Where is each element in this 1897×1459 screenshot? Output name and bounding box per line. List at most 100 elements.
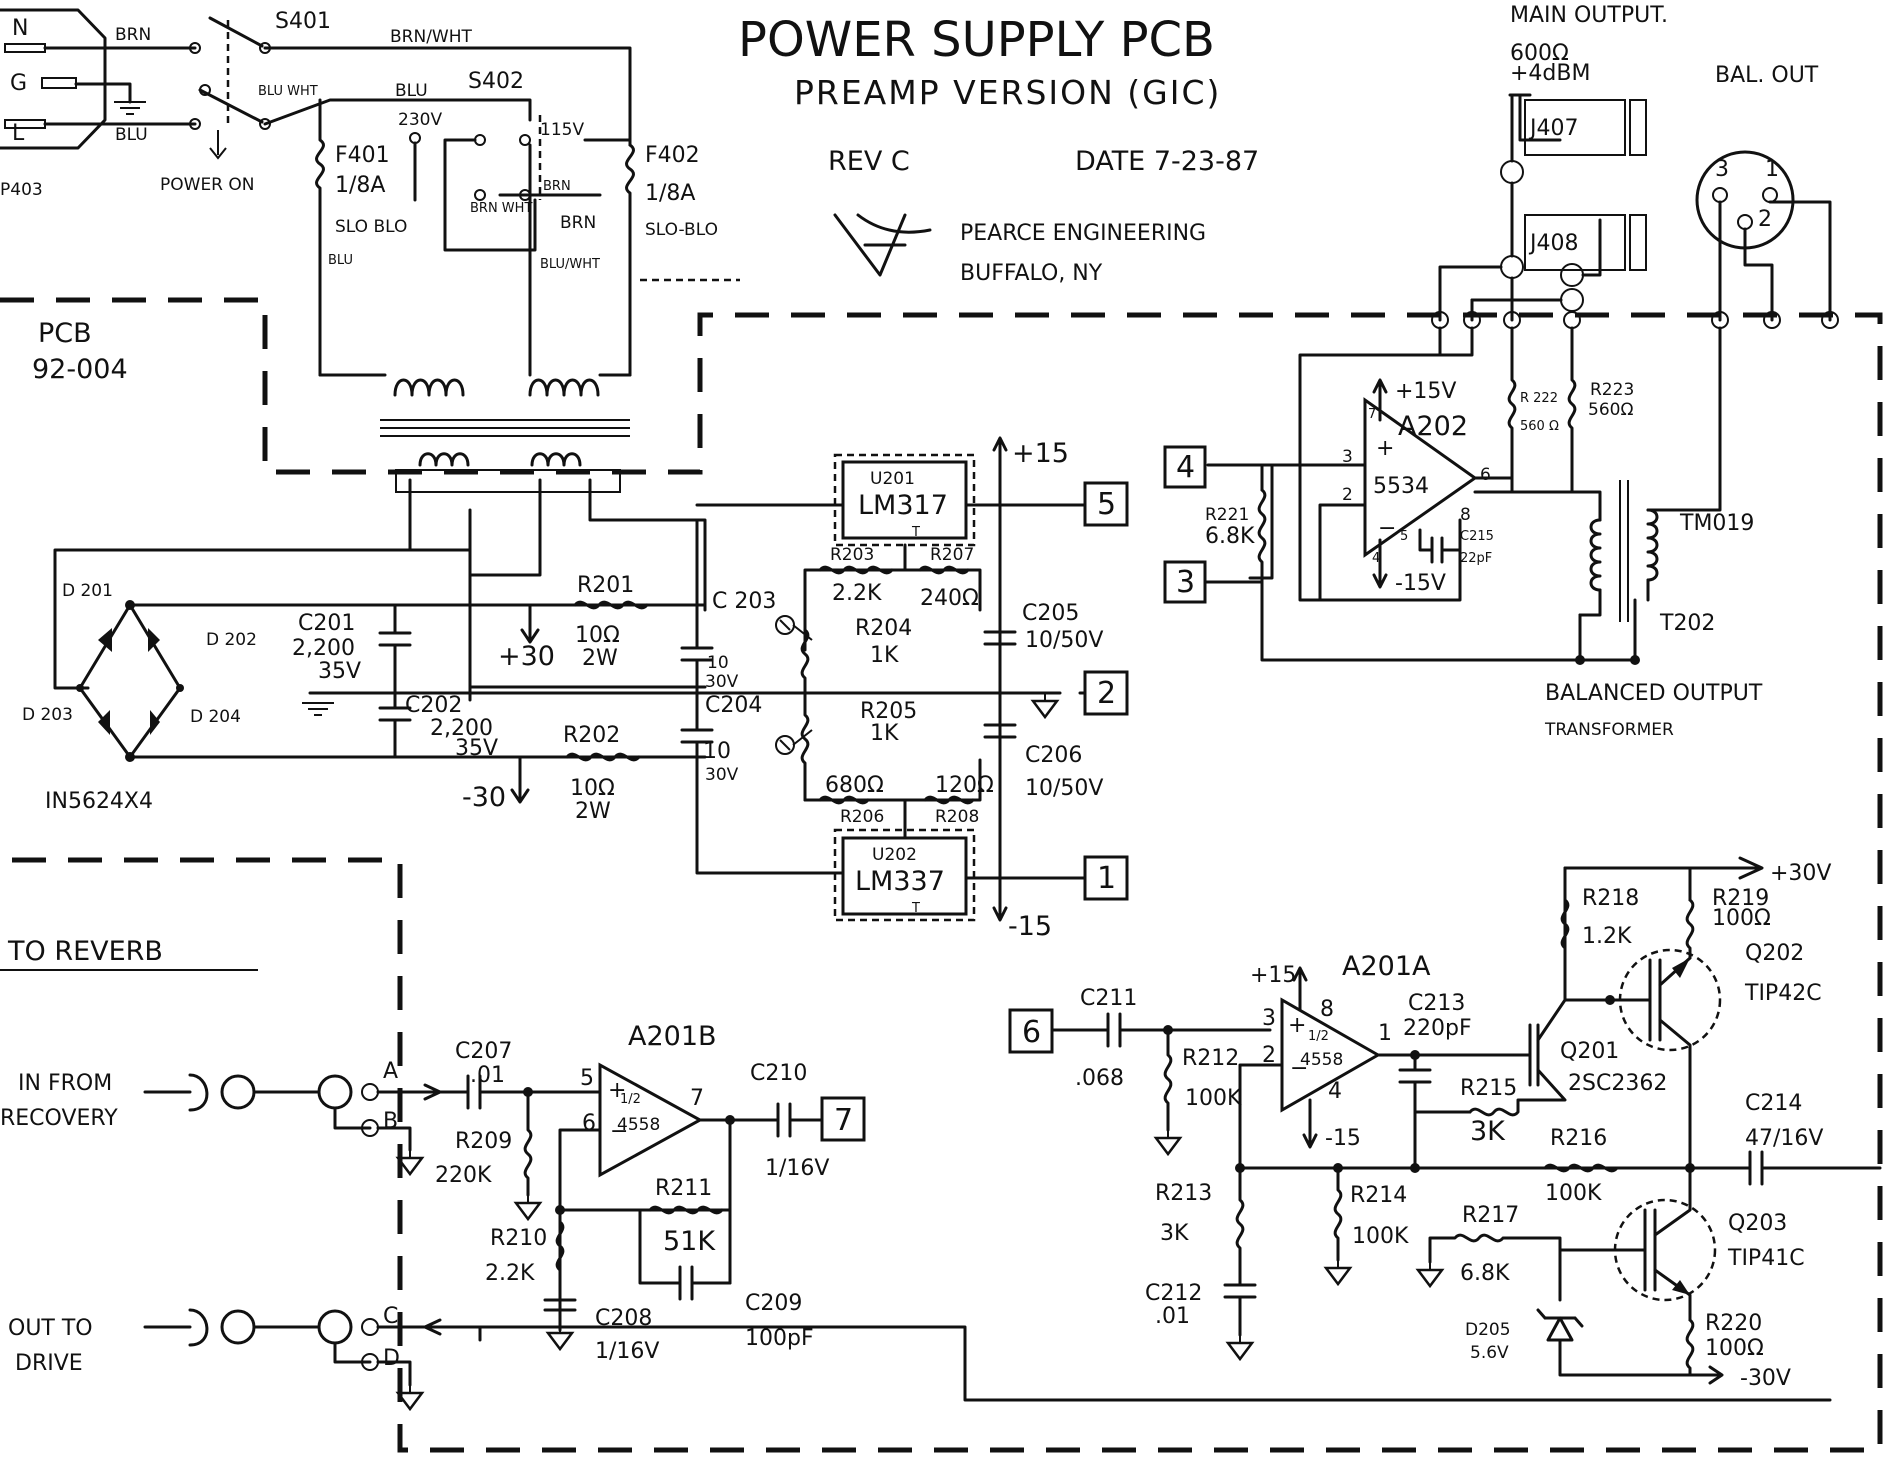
r216-label: R216 [1550, 1126, 1607, 1151]
date-label: DATE 7-23-87 [1075, 146, 1259, 177]
main-output-level: +4dBM [1510, 61, 1590, 86]
c204-voltage: 30V [705, 765, 739, 785]
p403-label: P403 [0, 180, 43, 200]
connector-7-label: 7 [834, 1103, 853, 1138]
r205-label: R205 [860, 699, 917, 724]
r217 [1428, 1233, 1562, 1252]
company-city: BUFFALO, NY [960, 261, 1103, 286]
c207-label: C207 [455, 1039, 512, 1064]
op-amp-a202 [1363, 397, 1478, 558]
a201a-label: A201A [1342, 951, 1431, 982]
r201-watts: 2W [582, 646, 618, 671]
connector-2 [1083, 670, 1129, 716]
r209-label: R209 [455, 1129, 512, 1154]
r210-value: 2.2K [485, 1261, 535, 1286]
mains-n-label: N [12, 16, 28, 41]
company-name: PEARCE ENGINEERING [960, 221, 1206, 246]
q201-part: 2SC2362 [1568, 1071, 1667, 1096]
c201-value: 2,200 [292, 636, 355, 661]
r209 [523, 1090, 533, 1197]
mains-input-section: N G L P403 BRN BLU S401 POWER ON BLU WHT… [0, 8, 740, 493]
dc-supply-section: D 201 D 202 D 203 D 204 IN5624X4 C201 2,… [22, 436, 1129, 942]
bal-xfmr-label-2: TRANSFORMER [1544, 720, 1674, 740]
bridge-rectifier [76, 600, 184, 762]
r219-value: 100Ω [1712, 906, 1771, 931]
c206-value: 10/50V [1025, 776, 1103, 801]
xlr-pin1: 1 [1765, 157, 1779, 182]
c215-value: 22pF [1460, 551, 1492, 566]
transformer-t202 [1578, 326, 1722, 622]
r203 [818, 565, 894, 575]
r220-value: 100Ω [1705, 1336, 1764, 1361]
tm019-label: TM019 [1679, 511, 1754, 536]
a202-pin2: 2 [1342, 485, 1353, 505]
r221-value: 6.8K [1205, 524, 1255, 549]
wire-blu-wht-label-2: BLU/WHT [540, 257, 600, 272]
r214-label: R214 [1350, 1183, 1407, 1208]
c210 [776, 1102, 824, 1138]
a201b-label: A201B [628, 1021, 717, 1052]
drive-amp-section: 6 C211 .068 R212 100K + − 1/2 4558 A201A… [1008, 856, 1882, 1391]
schematic-title: POWER SUPPLY PCB [738, 12, 1215, 68]
c214 [1688, 1150, 1882, 1186]
jack-j408 [1524, 214, 1626, 271]
bridge-part-label: IN5624X4 [45, 789, 153, 814]
r212 [1163, 1028, 1173, 1132]
q201-label: Q201 [1560, 1039, 1619, 1064]
c204-value: 10 [703, 739, 731, 764]
r201 [573, 600, 649, 610]
r206-value: 680Ω [825, 773, 884, 798]
pin-b-label: B [383, 1109, 398, 1134]
a201b-pin6: 6 [582, 1111, 596, 1136]
f401-label: F401 [335, 143, 390, 168]
drive-label: DRIVE [15, 1351, 83, 1376]
c203-label: C 203 [712, 589, 776, 614]
r203-label: R203 [830, 545, 874, 565]
reverb-section: TO REVERB IN FROM RECOVERY OUT TO DRIVE … [0, 936, 1832, 1411]
r222 [1507, 326, 1517, 494]
s401-label: S401 [275, 9, 331, 34]
r202 [565, 752, 641, 762]
r219 [1685, 898, 1695, 960]
mains-l-label: L [12, 121, 25, 146]
a202-label: A202 [1398, 411, 1468, 442]
r204 [800, 628, 810, 695]
c210-label: C210 [750, 1061, 807, 1086]
u202-label: U202 [872, 845, 917, 865]
r207 [918, 565, 970, 575]
c207-value: .01 [470, 1063, 505, 1088]
a201a-pin1: 1 [1378, 1021, 1392, 1046]
c207 [466, 1074, 602, 1110]
revision-label: REV C [828, 146, 910, 177]
c202-voltage: 35V [455, 736, 498, 761]
u202-t: T [911, 901, 920, 916]
c211-value: .068 [1075, 1066, 1124, 1091]
c203-c204 [680, 518, 847, 875]
q202-label: Q202 [1745, 941, 1804, 966]
u201-part: LM317 [858, 490, 948, 521]
fuse-f402 [625, 143, 635, 377]
pin-c-label: C [383, 1304, 398, 1329]
f401-wire: BLU [328, 253, 353, 268]
c212-value: .01 [1155, 1304, 1190, 1329]
r208-value: 120Ω [935, 773, 994, 798]
plus30-label: +30 [498, 641, 555, 672]
a202-pin8: 8 [1460, 505, 1471, 525]
a201a-pin2: 2 [1262, 1043, 1276, 1068]
connector-4-label: 4 [1176, 450, 1195, 485]
a201a-part: 4558 [1300, 1050, 1343, 1070]
connector-5-label: 5 [1097, 487, 1116, 522]
connector-3-label: 3 [1176, 565, 1195, 600]
jack-j407 [1524, 99, 1626, 156]
c203-voltage: 30V [705, 672, 739, 692]
connector-3 [1163, 560, 1207, 604]
connector-1 [1083, 855, 1129, 901]
r214 [1333, 1166, 1343, 1262]
plus15-rail-label: +15 [1012, 438, 1069, 469]
a202-pin3: 3 [1342, 447, 1353, 467]
a201a-minus15: -15 [1325, 1126, 1361, 1151]
a202-pin5: 5 [1400, 529, 1408, 544]
c202-label: C202 [405, 693, 462, 718]
pin-a-label: A [383, 1059, 398, 1084]
c201-c202 [378, 603, 412, 759]
